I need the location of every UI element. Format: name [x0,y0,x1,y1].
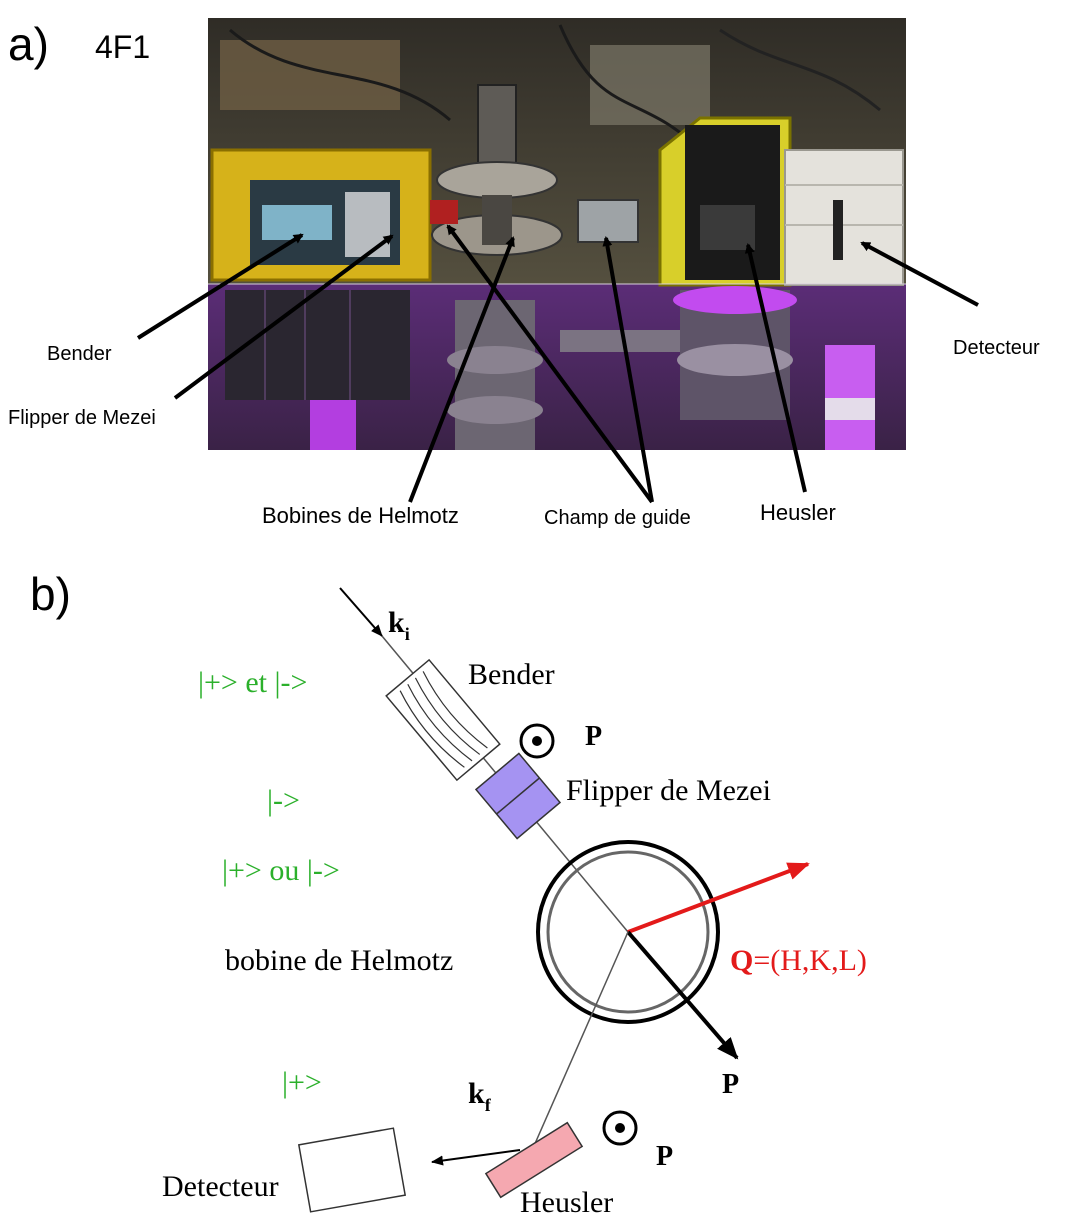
bender-callout-arrow [136,233,304,340]
flipper-callout-arrow [173,234,394,400]
polarization-label-upper: P [585,721,602,752]
bender-callout-label: Bender [47,343,112,365]
analyzed-beam-arrow [431,1149,521,1166]
flipper-label: Flipper de Mezei [566,774,771,807]
state-label-plus-or-minus: |+> ou |-> [222,854,340,887]
scattered-beam-line [529,931,629,1156]
guide-field-callout-label: Champ de guide [544,507,691,529]
detector-callout-arrow [860,241,979,307]
detector-callout-label: Detecteur [953,337,1040,359]
heusler-label: Heusler [520,1186,613,1219]
kf-subscript: f [485,1095,492,1115]
polarization-arrow [626,930,739,1060]
polarization-label-arrow: P [722,1069,739,1100]
flipper-callout-label: Flipper de Mezei [8,407,156,429]
detector-element [297,1127,407,1213]
heusler-callout-label: Heusler [760,500,836,525]
svg-text:Q=(H,K,L): Q=(H,K,L) [730,944,867,977]
svg-text:ki: ki [388,606,410,644]
state-label-minus: |-> [267,784,300,817]
helmholtz-coil [536,840,720,1024]
q-vector-arrow [627,862,810,934]
svg-text:kf: kf [468,1077,492,1115]
panel-a-label: a) [8,18,49,70]
panel-a: a) 4F1 [8,18,1040,529]
instrument-photo [208,18,906,450]
helmholtz-callout-label: Bobines de Helmotz [262,503,459,528]
state-label-both: |+> et |-> [198,666,307,699]
heusler-callout-arrow [744,243,807,493]
flipper-element [474,752,562,840]
heusler-element [484,1121,584,1199]
guide-field-callout-arrow-2 [602,236,654,503]
q-vector-symbol: Q [730,944,753,977]
instrument-label: 4F1 [95,29,150,65]
ki-label: k [388,606,405,639]
polarization-label-lower: P [656,1141,673,1172]
bender-element [385,658,501,782]
helmholtz-callout-arrow [408,236,515,503]
bender-label: Bender [468,658,555,691]
detector-label: Detecteur [162,1170,279,1203]
q-vector-components: =(H,K,L) [753,944,867,977]
helmholtz-label: bobine de Helmotz [225,944,453,977]
ki-subscript: i [405,624,410,644]
polarization-out-of-plane-icon [519,723,555,759]
polarization-out-of-plane-icon-lower [602,1110,638,1146]
state-label-plus: |+> [282,1066,322,1099]
guide-field-callout-arrow-1 [446,224,654,504]
incident-beam-arrow [339,587,383,637]
kf-label: k [468,1077,485,1110]
panel-b-label: b) [30,568,71,620]
panel-b: b) ki Bender P Flipper de Mezei |+> et |… [30,568,867,1219]
